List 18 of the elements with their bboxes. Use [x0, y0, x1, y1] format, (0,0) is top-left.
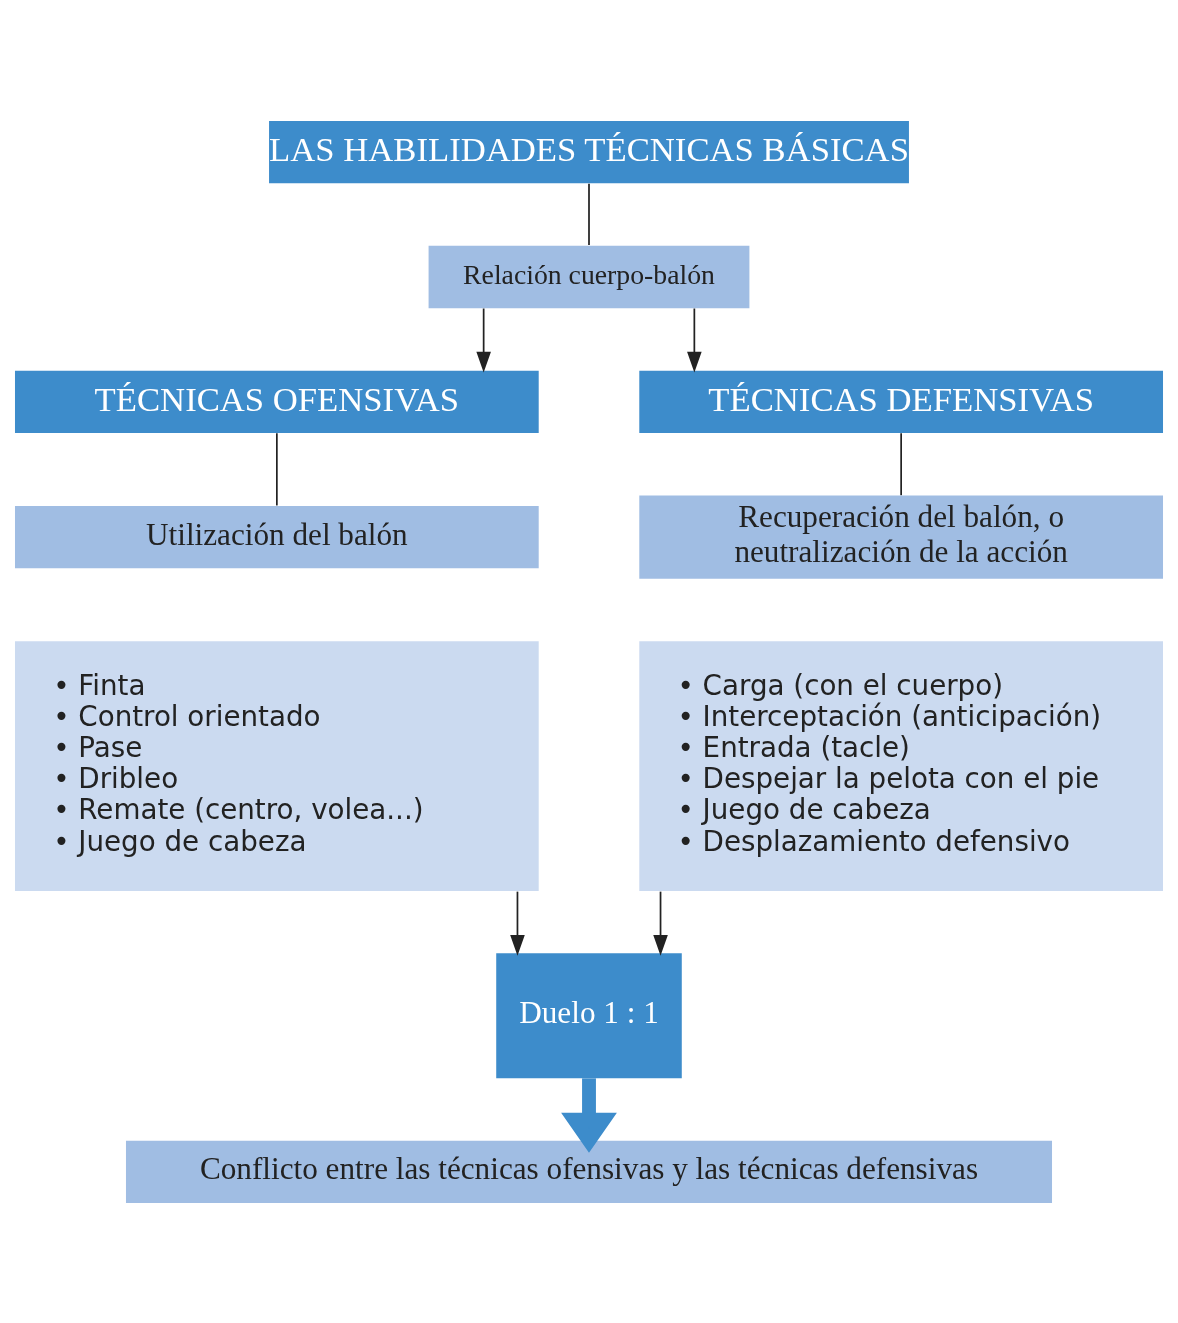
- node-box: TÉCNICAS DEFENSIVAS: [639, 370, 1163, 433]
- node-box: TÉCNICAS OFENSIVAS: [15, 370, 539, 433]
- node-box: LAS HABILIDADES TÉCNICAS BÁSICAS: [269, 120, 909, 183]
- arrow: [510, 890, 525, 956]
- connector: [900, 431, 902, 496]
- connector: [588, 182, 590, 246]
- arrow: [561, 1077, 617, 1153]
- node-box: Utilización del balón: [15, 505, 539, 568]
- connector: [276, 431, 278, 506]
- arrow: [476, 307, 491, 373]
- node-box: Duelo 1 : 1: [496, 952, 682, 1078]
- node-box: • Carga (con el cuerpo) • Interceptación (anticipación) • Entrada (tacle) • Despejar la pelota con el pie • Juego de cabeza • Desplazamiento defensivo: [639, 640, 1163, 891]
- node-box: Recuperación del balón, o neutralización de la acción: [639, 495, 1163, 579]
- arrow: [687, 307, 702, 373]
- node-box: Relación cuerpo-balón: [428, 245, 750, 308]
- node-box: Conflicto entre las técnicas ofensivas y las técnicas defensivas: [125, 1140, 1053, 1203]
- arrow: [653, 890, 668, 956]
- node-box: • Finta • Control orientado • Pase • Dribleo • Remate (centro, volea...) • Juego de cabeza: [15, 640, 539, 891]
